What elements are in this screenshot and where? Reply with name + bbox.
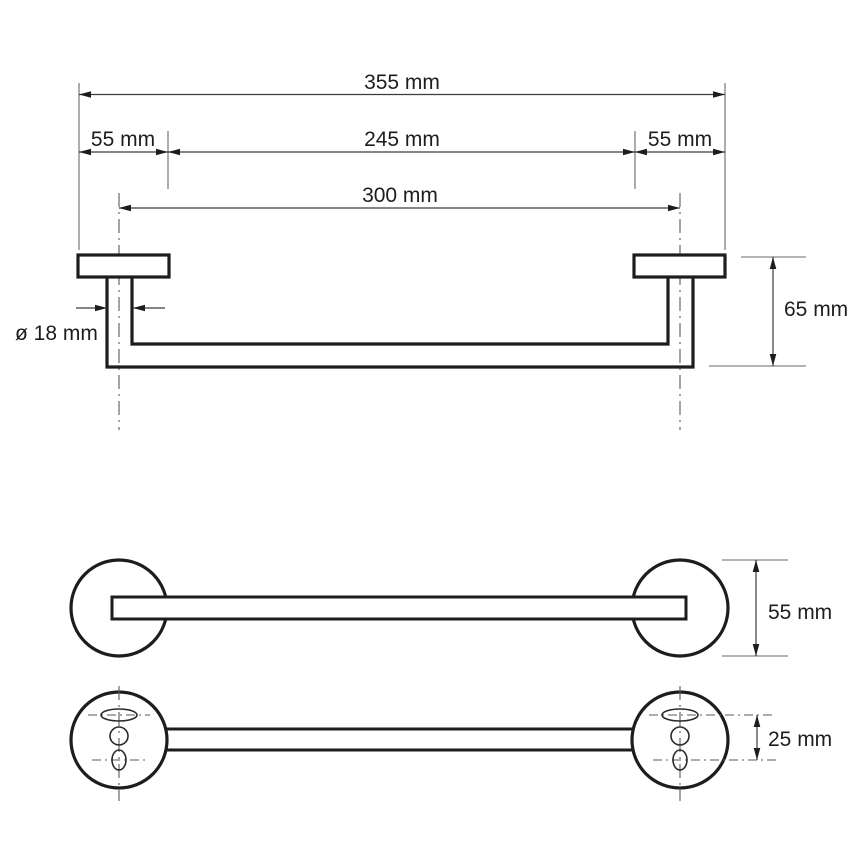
mounting-plate-view: 25 mm — [69, 686, 832, 801]
dim-inner-span-label: 245 mm — [364, 128, 440, 151]
keyhole-slot-left — [100, 708, 138, 722]
dim-tube-diameter-label: ø 18 mm — [15, 322, 98, 345]
dim-right-mount-width-label: 55 mm — [648, 128, 712, 151]
screw-hole-right — [670, 726, 690, 746]
dim-overall-width-label: 355 mm — [364, 71, 440, 94]
dim-flange-diameter-label: 55 mm — [768, 601, 832, 624]
top-view: 55 mm — [69, 558, 832, 658]
screw-hole-left — [109, 726, 129, 746]
wall-plate-left — [76, 253, 171, 279]
lock-hole-right — [672, 749, 688, 771]
lock-hole-left — [111, 749, 127, 771]
keyhole-slot-right — [661, 708, 699, 722]
wall-plate-right — [632, 253, 727, 279]
dim-hole-spacing-label: 25 mm — [768, 728, 832, 751]
front-view: 355 mm 55 mm 245 mm 55 mm 300 mm ø 18 mm… — [15, 71, 848, 430]
towel-bar-tube — [105, 277, 695, 369]
dim-depth-label: 65 mm — [784, 298, 848, 321]
towel-bar-top-view — [110, 595, 688, 621]
dim-center-spacing-label: 300 mm — [362, 184, 438, 207]
dim-left-mount-width-label: 55 mm — [91, 128, 155, 151]
